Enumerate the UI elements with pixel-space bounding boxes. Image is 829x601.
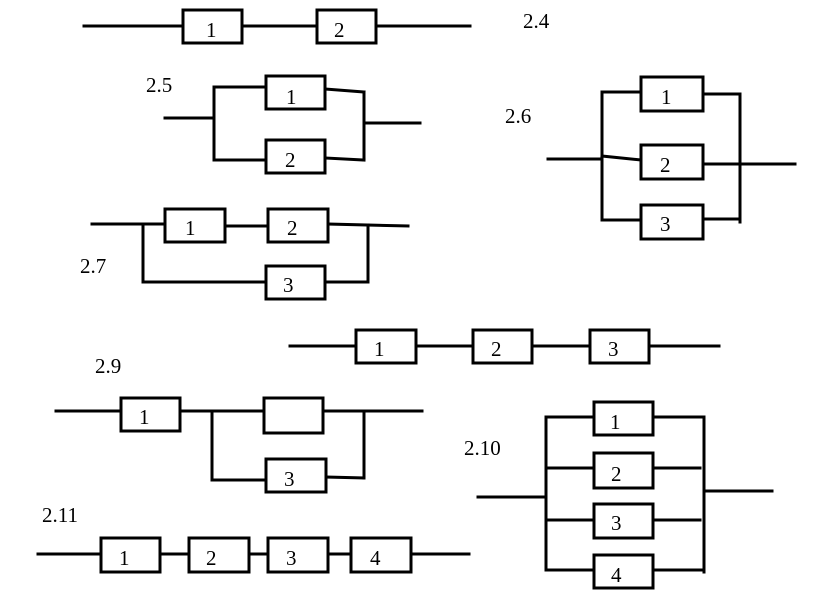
- element-number: 3: [660, 212, 671, 236]
- element-number: 3: [611, 511, 622, 535]
- scheme-label: 2.10: [464, 436, 501, 460]
- element-number: 2: [334, 18, 345, 42]
- wire: [323, 87, 366, 94]
- scheme-label: 2.6: [505, 104, 531, 128]
- element-box: [181, 8, 244, 45]
- element-box: [99, 536, 162, 574]
- element-number: 1: [185, 216, 196, 240]
- element-box: [639, 143, 705, 181]
- element-number: 2: [491, 337, 502, 361]
- element-box: [349, 536, 413, 574]
- element-number: 3: [283, 273, 294, 297]
- element-box: [588, 328, 651, 365]
- scheme-2-11: 1 2 3 4 2.11: [36, 503, 471, 574]
- scheme-2-7: 1 2 3 2.7: [80, 207, 410, 301]
- element-box: [354, 328, 418, 365]
- element-box: [592, 553, 655, 590]
- scheme-2-9: 1 3 2.9: [54, 354, 424, 494]
- wire: [324, 475, 366, 480]
- element-number: 1: [206, 18, 217, 42]
- element-number: 4: [611, 563, 622, 587]
- scheme-series-three: 1 2 3: [288, 328, 721, 365]
- element-box: [264, 138, 327, 175]
- element-box: [266, 536, 330, 574]
- scheme-label: 2.5: [146, 73, 172, 97]
- element-number: 1: [661, 85, 672, 109]
- element-box: [266, 207, 330, 244]
- element-box: [639, 75, 705, 113]
- scheme-2-6: 1 2 3 2.6: [505, 75, 797, 241]
- element-box: [264, 264, 327, 301]
- scheme-label: 2.7: [80, 254, 106, 278]
- scheme-2-5: 1 2 2.5: [146, 73, 422, 175]
- element-box: [592, 400, 655, 437]
- element-box: [187, 536, 251, 574]
- element-number: 2: [611, 462, 622, 486]
- element-box: [264, 457, 328, 494]
- element-box: [592, 502, 655, 540]
- scheme-label: 2.9: [95, 354, 121, 378]
- element-box: [119, 396, 182, 433]
- element-box: [639, 203, 705, 241]
- element-box: [163, 207, 227, 244]
- element-number: 1: [374, 337, 385, 361]
- element-number: 2: [660, 153, 671, 177]
- element-number: 1: [139, 405, 150, 429]
- element-number: 3: [286, 546, 297, 570]
- element-number: 2: [285, 148, 296, 172]
- element-number: 3: [284, 467, 295, 491]
- element-box: [262, 396, 325, 435]
- element-number: 4: [370, 546, 381, 570]
- element-number: 2: [206, 546, 217, 570]
- element-box: [592, 451, 655, 490]
- element-box: [315, 8, 378, 45]
- element-number: 1: [119, 546, 130, 570]
- element-number: 2: [287, 216, 298, 240]
- element-box: [471, 328, 534, 365]
- wire: [600, 154, 643, 162]
- wire: [323, 156, 366, 162]
- element-number: 1: [610, 410, 621, 434]
- element-number: 3: [608, 337, 619, 361]
- element-number: 1: [286, 85, 297, 109]
- scheme-label: 2.11: [42, 503, 78, 527]
- element-box: [264, 74, 327, 111]
- scheme-label: 2.4: [523, 9, 550, 33]
- scheme-2-10: 1 2 3 4 2.10: [464, 400, 774, 590]
- scheme-2-4: 1 2 2.4: [82, 8, 550, 45]
